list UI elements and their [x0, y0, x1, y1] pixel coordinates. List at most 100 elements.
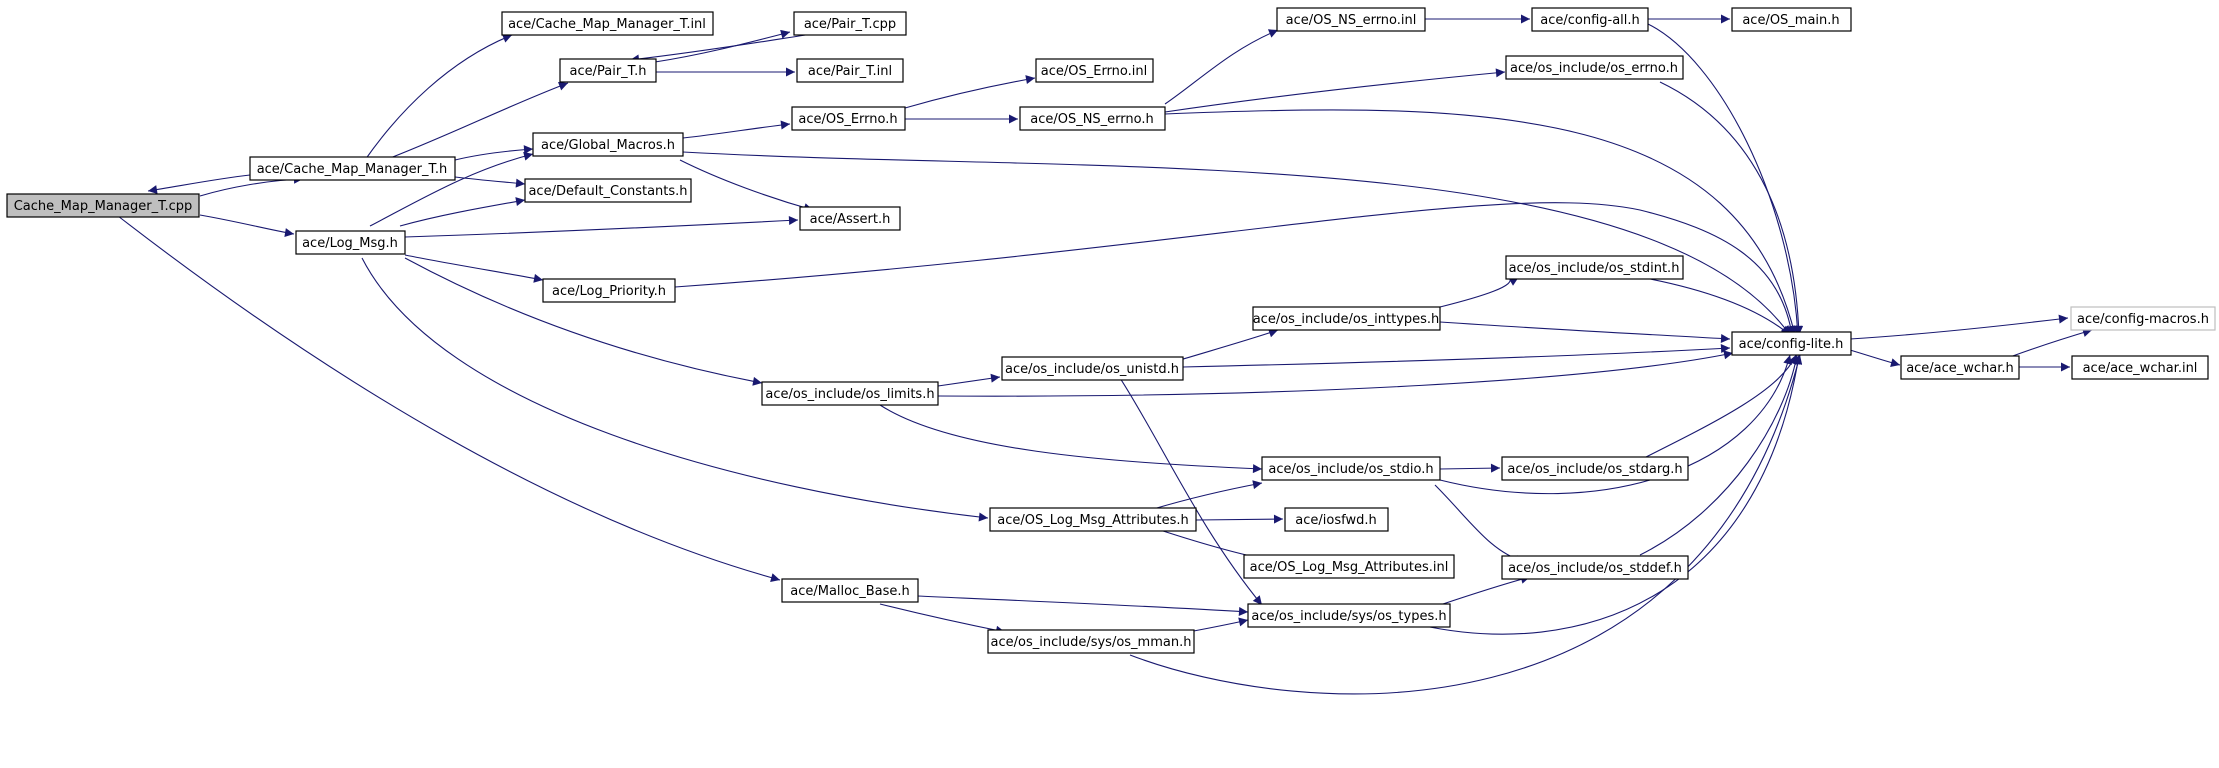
edge-cache-map-manager-h-to-default-constants-h: [454, 176, 526, 188]
node-label: ace/os_include/sys/os_types.h: [1251, 609, 1446, 624]
nodes: Cache_Map_Manager_T.cpp ace/Cache_Map_Ma…: [6, 7, 2216, 654]
edge-os-errno-inc-to-config-lite-h: [1659, 81, 1804, 336]
edge-os-types-h-to-config-lite-h: [1419, 354, 1803, 635]
edge-cache-map-manager-h-to-global-macros-h: [454, 145, 534, 161]
node-pair-cpp[interactable]: ace/Pair_T.cpp: [793, 11, 907, 36]
edge-cpp-to-malloc-base-h: [117, 215, 781, 582]
node-label: ace/OS_main.h: [1742, 13, 1839, 28]
edge-os-unistd-h-to-os-types-h: [1119, 377, 1263, 606]
node-label: ace/os_include/os_stdarg.h: [1507, 462, 1682, 477]
edge-os-mman-h-to-config-lite-h: [1129, 354, 1803, 695]
node-os-log-msg-attributes-inl[interactable]: ace/OS_Log_Msg_Attributes.inl: [1243, 554, 1455, 579]
edge-log-msg-h-to-log-priority-h: [404, 254, 544, 283]
node-label: ace/OS_Errno.h: [798, 112, 897, 127]
node-label: ace/config-all.h: [1540, 13, 1640, 28]
node-label: ace/Log_Priority.h: [552, 284, 666, 299]
node-os-inttypes-h[interactable]: ace/os_include/os_inttypes.h: [1252, 306, 1441, 331]
edge-os-log-msg-attributes-h-to-iosfwd-h: [1195, 514, 1284, 524]
node-os-ns-errno-inl[interactable]: ace/OS_NS_errno.inl: [1276, 7, 1426, 32]
node-label: ace/os_include/os_stddef.h: [1508, 561, 1682, 576]
edge-os-stdio-h-to-os-stddef-h: [1434, 484, 1526, 564]
edge-os-stdarg-h-to-config-lite-h: [1639, 354, 1797, 461]
node-config-all-h[interactable]: ace/config-all.h: [1531, 7, 1649, 32]
node-label: ace/OS_Errno.inl: [1041, 64, 1147, 79]
edge-pair-cpp-to-pair-h: [629, 33, 813, 64]
node-label: ace/os_include/os_unistd.h: [1005, 362, 1179, 377]
node-label: ace/iosfwd.h: [1295, 513, 1376, 528]
node-os-stdio-h[interactable]: ace/os_include/os_stdio.h: [1261, 456, 1441, 481]
edges: [117, 14, 2093, 695]
node-label: ace/os_include/os_limits.h: [765, 387, 934, 402]
node-label: ace/Global_Macros.h: [541, 138, 675, 153]
edge-os-limits-h-to-os-unistd-h: [937, 373, 1001, 387]
node-assert-h[interactable]: ace/Assert.h: [799, 206, 901, 231]
edge-log-msg-h-to-assert-h: [404, 215, 799, 238]
node-label: ace/ace_wchar.inl: [2083, 361, 2198, 376]
edge-log-msg-h-to-default-constants-h: [399, 197, 526, 227]
node-label: ace/os_include/os_inttypes.h: [1253, 312, 1440, 327]
node-ace-wchar-h[interactable]: ace/ace_wchar.h: [1900, 355, 2020, 380]
node-os-stdarg-h[interactable]: ace/os_include/os_stdarg.h: [1501, 456, 1689, 481]
edge-os-types-h-to-os-stddef-h: [1439, 574, 1531, 606]
node-os-include-os-errno-h[interactable]: ace/os_include/os_errno.h: [1505, 55, 1684, 80]
edge-os-unistd-h-to-config-lite-h: [1182, 343, 1731, 368]
node-label: ace/Pair_T.cpp: [804, 17, 896, 32]
node-label: ace/Cache_Map_Manager_T.inl: [508, 17, 706, 32]
node-log-msg-h[interactable]: ace/Log_Msg.h: [295, 230, 406, 255]
edge-os-ns-errno-h-to-config-lite-h: [1164, 109, 1798, 336]
node-default-constants-h[interactable]: ace/Default_Constants.h: [524, 178, 692, 203]
node-global-macros-h[interactable]: ace/Global_Macros.h: [532, 132, 684, 157]
node-cache-map-manager-inl[interactable]: ace/Cache_Map_Manager_T.inl: [501, 11, 714, 36]
edge-os-inttypes-h-to-config-lite-h: [1439, 321, 1731, 343]
edge-log-msg-h-to-global-macros-h: [369, 151, 534, 227]
node-label: ace/Default_Constants.h: [528, 184, 687, 199]
node-label: ace/os_include/os_errno.h: [1510, 61, 1678, 76]
edge-cache-map-manager-h-to-cache-map-manager-inl: [364, 34, 513, 161]
node-label: ace/Malloc_Base.h: [790, 584, 910, 599]
edge-os-log-msg-attributes-h-to-os-stdio-h: [1149, 480, 1263, 511]
node-label: ace/Assert.h: [810, 212, 891, 227]
node-cache-map-manager-h[interactable]: ace/Cache_Map_Manager_T.h: [249, 156, 456, 181]
node-os-limits-h[interactable]: ace/os_include/os_limits.h: [761, 381, 939, 406]
node-label: ace/OS_Log_Msg_Attributes.h: [997, 513, 1188, 528]
node-label: ace/Pair_T.inl: [808, 64, 892, 79]
edge-log-msg-h-to-os-limits-h: [404, 257, 763, 386]
node-os-unistd-h[interactable]: ace/os_include/os_unistd.h: [1001, 356, 1184, 381]
node-os-types-h[interactable]: ace/os_include/sys/os_types.h: [1247, 603, 1451, 628]
node-iosfwd-h[interactable]: ace/iosfwd.h: [1284, 507, 1389, 532]
node-os-errno-h[interactable]: ace/OS_Errno.h: [791, 106, 906, 131]
node-os-mman-h[interactable]: ace/os_include/sys/os_mman.h: [987, 629, 1195, 654]
node-label: ace/config-lite.h: [1739, 337, 1844, 352]
node-label: ace/Pair_T.h: [570, 64, 647, 79]
edge-os-limits-h-to-config-lite-h: [937, 350, 1734, 397]
node-label: ace/Log_Msg.h: [302, 236, 398, 251]
edge-ace-wchar-h-to-config-macros-h: [2009, 328, 2093, 358]
node-pair-h[interactable]: ace/Pair_T.h: [559, 58, 657, 83]
node-ace-wchar-inl[interactable]: ace/ace_wchar.inl: [2071, 355, 2209, 380]
node-label: ace/OS_Log_Msg_Attributes.inl: [1250, 560, 1449, 575]
edge-log-priority-h-to-config-lite-h: [674, 202, 1796, 336]
node-os-stddef-h[interactable]: ace/os_include/os_stddef.h: [1501, 555, 1689, 580]
node-os-errno-inl[interactable]: ace/OS_Errno.inl: [1035, 58, 1154, 83]
node-cache-map-manager-cpp[interactable]: Cache_Map_Manager_T.cpp: [6, 193, 200, 218]
node-os-stdint-h[interactable]: ace/os_include/os_stdint.h: [1505, 255, 1684, 280]
node-pair-inl[interactable]: ace/Pair_T.inl: [796, 58, 904, 83]
node-label: ace/ace_wchar.h: [1906, 361, 2014, 376]
node-config-macros-h[interactable]: ace/config-macros.h: [2070, 306, 2216, 331]
node-config-lite-h[interactable]: ace/config-lite.h: [1731, 331, 1852, 356]
node-os-ns-errno-h[interactable]: ace/OS_NS_errno.h: [1019, 106, 1166, 131]
node-os-main-h[interactable]: ace/OS_main.h: [1731, 7, 1852, 32]
edge-global-macros-h-to-assert-h: [679, 159, 814, 212]
node-os-log-msg-attributes-h[interactable]: ace/OS_Log_Msg_Attributes.h: [989, 507, 1197, 532]
node-label: ace/Cache_Map_Manager_T.h: [257, 162, 448, 177]
edge-os-stddef-h-to-config-lite-h: [1639, 354, 1800, 556]
node-label: ace/OS_NS_errno.h: [1030, 112, 1154, 127]
edge-cpp-to-cache-map-manager-h: [199, 174, 304, 197]
edge-cpp-to-log-msg-h: [199, 214, 295, 237]
node-log-priority-h[interactable]: ace/Log_Priority.h: [542, 278, 676, 303]
edge-cache-map-manager-h-to-pair-h: [384, 81, 569, 161]
node-malloc-base-h[interactable]: ace/Malloc_Base.h: [781, 578, 919, 603]
edge-global-macros-h-to-os-errno-h: [682, 120, 791, 139]
edge-os-inttypes-h-to-os-stdint-h: [1439, 276, 1518, 308]
